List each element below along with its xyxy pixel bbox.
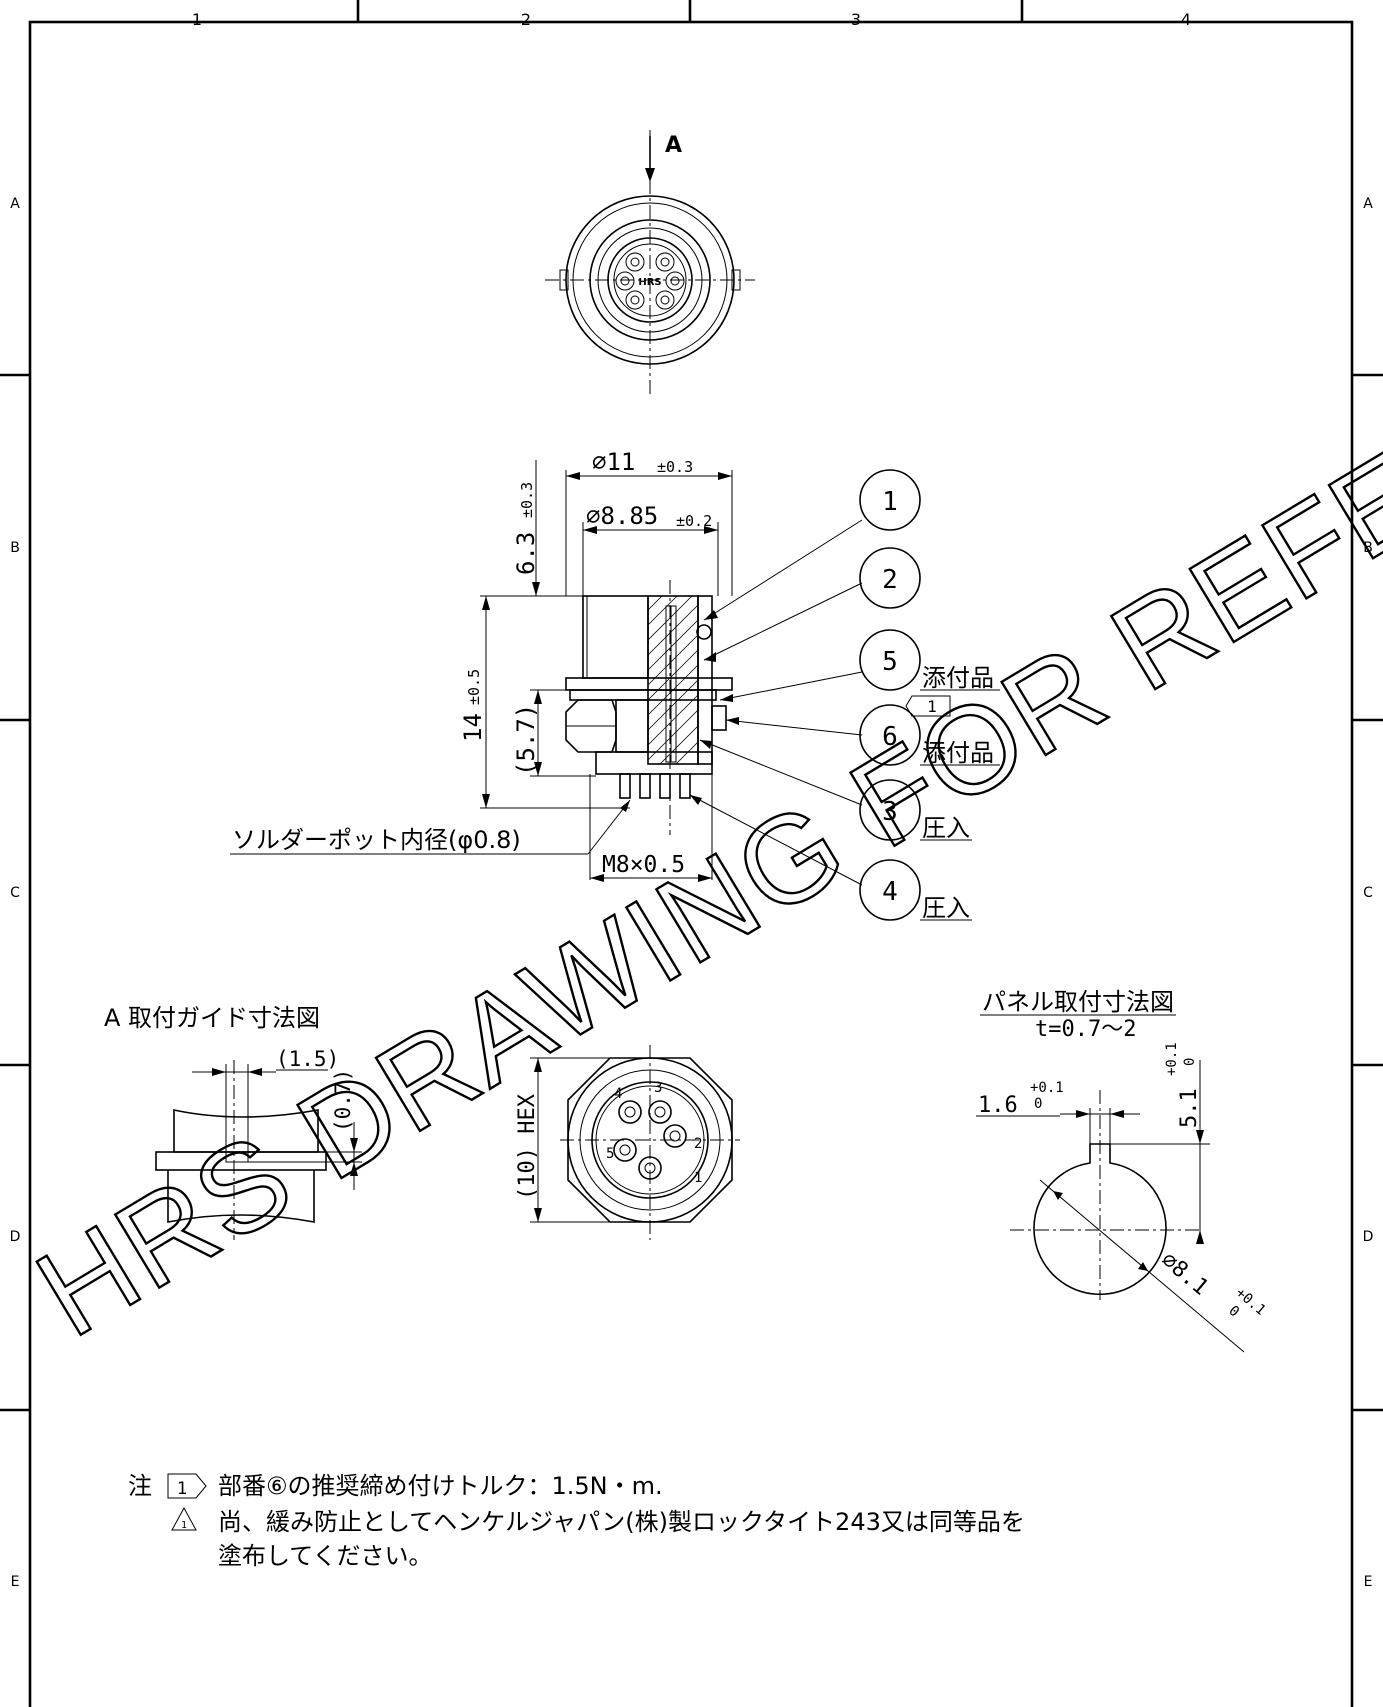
balloon-4-number: 4 <box>882 877 898 907</box>
guide-view-title: A 取付ガイド寸法図 <box>104 1004 320 1032</box>
panel-thickness: t=0.7〜2 <box>1035 1017 1136 1042</box>
front-pin-contacts <box>615 252 685 310</box>
panel-cutout-outline <box>1033 1143 1167 1295</box>
dim-total-height-tol: ±0.5 <box>465 669 483 705</box>
pin-number-1: 1 <box>694 1170 702 1186</box>
part-5-note: 添付品 <box>922 664 994 692</box>
dim-total-height: 14 <box>459 713 487 742</box>
view-label-a: A <box>665 133 682 158</box>
revision-triangle-number: 1 <box>181 1520 187 1531</box>
grid-row-e-left: E <box>11 1574 20 1590</box>
side-view: ∅11 ±0.3 ∅8.85 ±0.2 6.3 ±0.3 14 ±0.5 (5.… <box>230 448 733 882</box>
guide-dim-width: (1.5) <box>276 1047 339 1071</box>
grid-col-2: 2 <box>521 10 531 29</box>
panel-view: パネル取付寸法図 t=0.7〜2 1.6 +0.1 0 5.1 +0.1 0 ∅… <box>976 988 1269 1353</box>
panel-diameter: ∅8.1 <box>1156 1247 1213 1300</box>
note-line-1: 部番⑥の推奨締め付けトルク：1.5N・m. <box>218 1472 663 1500</box>
part-3-note: 圧入 <box>922 814 970 842</box>
dim-thread: M8×0.5 <box>602 852 685 878</box>
bottom-pin-contacts <box>613 1100 687 1180</box>
pin-number-4: 4 <box>614 1086 622 1102</box>
bottom-view: 1 2 3 4 5 (10) HEX <box>515 1045 740 1240</box>
balloon-5: 5 添付品 <box>859 629 1000 692</box>
balloon-5-number: 5 <box>882 647 898 677</box>
guide-view: A 取付ガイド寸法図 (1.5) (0.7) <box>104 1004 362 1240</box>
balloon-6: 6 1 添付品 <box>859 695 1000 767</box>
notes-label: 注 <box>128 1472 152 1500</box>
dim-top-height: 6.3 <box>512 532 540 575</box>
solder-pot-note: ソルダーポット内径(φ0.8) <box>232 826 521 854</box>
panel-key-width-tol-lower: 0 <box>1034 1096 1042 1112</box>
watermark: HRS DRAWING FOR REFERENCE <box>15 196 1383 1363</box>
panel-key-height-tol-lower: 0 <box>1182 1058 1198 1066</box>
balloon-3: 3 圧入 <box>859 779 972 842</box>
note-1-flag-number: 1 <box>177 1479 187 1499</box>
pin-number-5: 5 <box>606 1146 614 1162</box>
notes-block: 注 1 部番⑥の推奨締め付けトルク：1.5N・m. 1 尚、緩み防止としてヘンケ… <box>128 1472 1025 1570</box>
dim-top-height-tol: ±0.3 <box>518 482 536 518</box>
balloon-1-number: 1 <box>882 487 898 517</box>
guide-dim-height: (0.7) <box>331 1069 355 1132</box>
dim-inner-diameter-tol: ±0.2 <box>676 512 712 530</box>
balloon-3-number: 3 <box>882 797 898 827</box>
grid-col-4: 4 <box>1181 10 1191 29</box>
grid-row-c-right: C <box>1363 885 1373 901</box>
grid-row-d-left: D <box>10 1229 21 1245</box>
grid-row-c-left: C <box>10 885 20 901</box>
grid-col-1: 1 <box>192 10 202 29</box>
balloon-leaders <box>689 519 863 886</box>
panel-view-title: パネル取付寸法図 <box>982 988 1174 1016</box>
balloon-2-number: 2 <box>882 565 898 595</box>
pin-number-2: 2 <box>694 1136 702 1152</box>
grid-row-a-right: A <box>1363 196 1373 212</box>
note-line-3: 塗布してください。 <box>218 1542 433 1570</box>
hex-dim: (10) HEX <box>515 1093 540 1200</box>
grid-row-d-right: D <box>1363 1229 1374 1245</box>
balloon-1: 1 <box>859 469 921 531</box>
balloon-6-number: 6 <box>882 722 898 752</box>
grid-row-a-left: A <box>10 196 20 212</box>
panel-key-height-tol-upper: +0.1 <box>1164 1042 1180 1076</box>
dim-outer-diameter-tol: ±0.3 <box>657 458 693 476</box>
dim-inner-diameter: ∅8.85 <box>586 502 658 530</box>
dim-ref-height: (5.7) <box>512 704 540 776</box>
panel-diameter-tol-upper: +0.1 <box>1232 1285 1268 1319</box>
grid-row-b-right: B <box>1363 540 1373 556</box>
grid-col-3: 3 <box>851 10 861 29</box>
hrs-logo: HRS <box>638 277 661 288</box>
note-line-2: 尚、緩み防止としてヘンケルジャパン(株)製ロックタイト243又は同等品を <box>218 1508 1025 1536</box>
panel-key-height: 5.1 <box>1177 1088 1202 1128</box>
note-flag-marker <box>905 695 951 717</box>
balloon-2: 2 <box>859 547 921 609</box>
part-6-flag: 1 <box>927 697 937 716</box>
front-view: A HRS <box>545 130 755 395</box>
part-6-note: 添付品 <box>922 739 994 767</box>
pin-number-3: 3 <box>654 1080 662 1096</box>
revision-triangle-icon <box>171 1506 197 1531</box>
panel-key-width-tol-upper: +0.1 <box>1030 1080 1064 1096</box>
panel-key-width: 1.6 <box>978 1093 1018 1118</box>
note-1-flag <box>167 1473 207 1499</box>
dim-outer-diameter: ∅11 <box>592 448 635 476</box>
grid-row-e-right: E <box>1364 1574 1373 1590</box>
grid-row-b-left: B <box>10 540 20 556</box>
balloon-4: 4 圧入 <box>859 859 972 922</box>
part-4-note: 圧入 <box>922 894 970 922</box>
section-hatching <box>647 595 699 765</box>
panel-diameter-tol-lower: 0 <box>1225 1303 1242 1321</box>
